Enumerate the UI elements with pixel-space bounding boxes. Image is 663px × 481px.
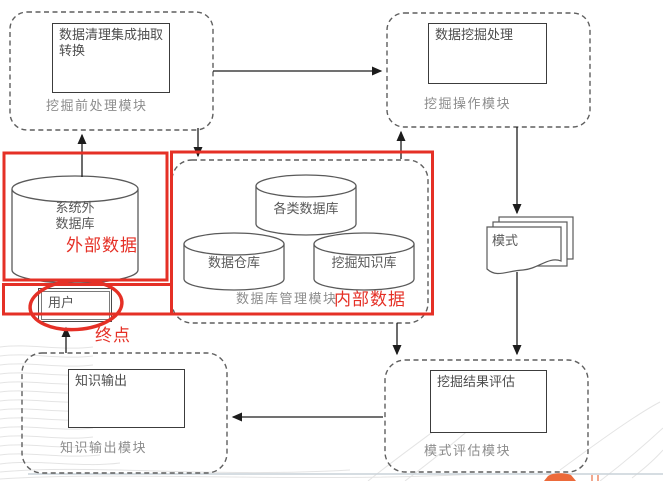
result-evaluation-step-text: 挖掘结果评估 (437, 375, 516, 390)
user-box: 用户 (38, 288, 112, 322)
evaluation-module-label: 模式评估模块 (424, 444, 512, 459)
data-warehouse-label: 数据仓库 (207, 256, 260, 271)
external-db-label: 系统外 数据库 (55, 201, 95, 233)
external-data-annotation-text: 外部数据 (66, 236, 138, 256)
various-db-label: 各类数据库 (273, 202, 339, 217)
preprocess-module-label: 挖掘前处理模块 (46, 99, 148, 114)
preprocess-step-text: 数据清理集成抽取转换 (59, 28, 164, 60)
mining-knowledge-db-label: 挖掘知识库 (331, 256, 397, 271)
user-box-text: 用户 (48, 296, 75, 311)
orange-watermark-fragment (544, 473, 576, 481)
orange-tick-2 (597, 475, 599, 481)
mining-step-box: 数据挖掘处理 (428, 23, 547, 84)
orange-tick-1 (591, 475, 593, 481)
preprocess-step-box: 数据清理集成抽取转换 (52, 23, 170, 93)
internal-data-annotation-text: 内部数据 (334, 290, 406, 310)
knowledge-output-module-label: 知识输出模块 (60, 441, 148, 456)
knowledge-output-step-box: 知识输出 (68, 369, 185, 428)
db-management-module-label: 数据库管理模块 (236, 292, 338, 307)
operation-module-label: 挖掘操作模块 (424, 97, 512, 112)
result-evaluation-step-box: 挖掘结果评估 (430, 370, 547, 433)
endpoint-annotation-text: 终点 (95, 326, 131, 346)
knowledge-output-step-text: 知识输出 (75, 374, 128, 389)
pattern-document-label: 模式 (492, 234, 519, 249)
mining-step-text: 数据挖掘处理 (435, 28, 514, 43)
